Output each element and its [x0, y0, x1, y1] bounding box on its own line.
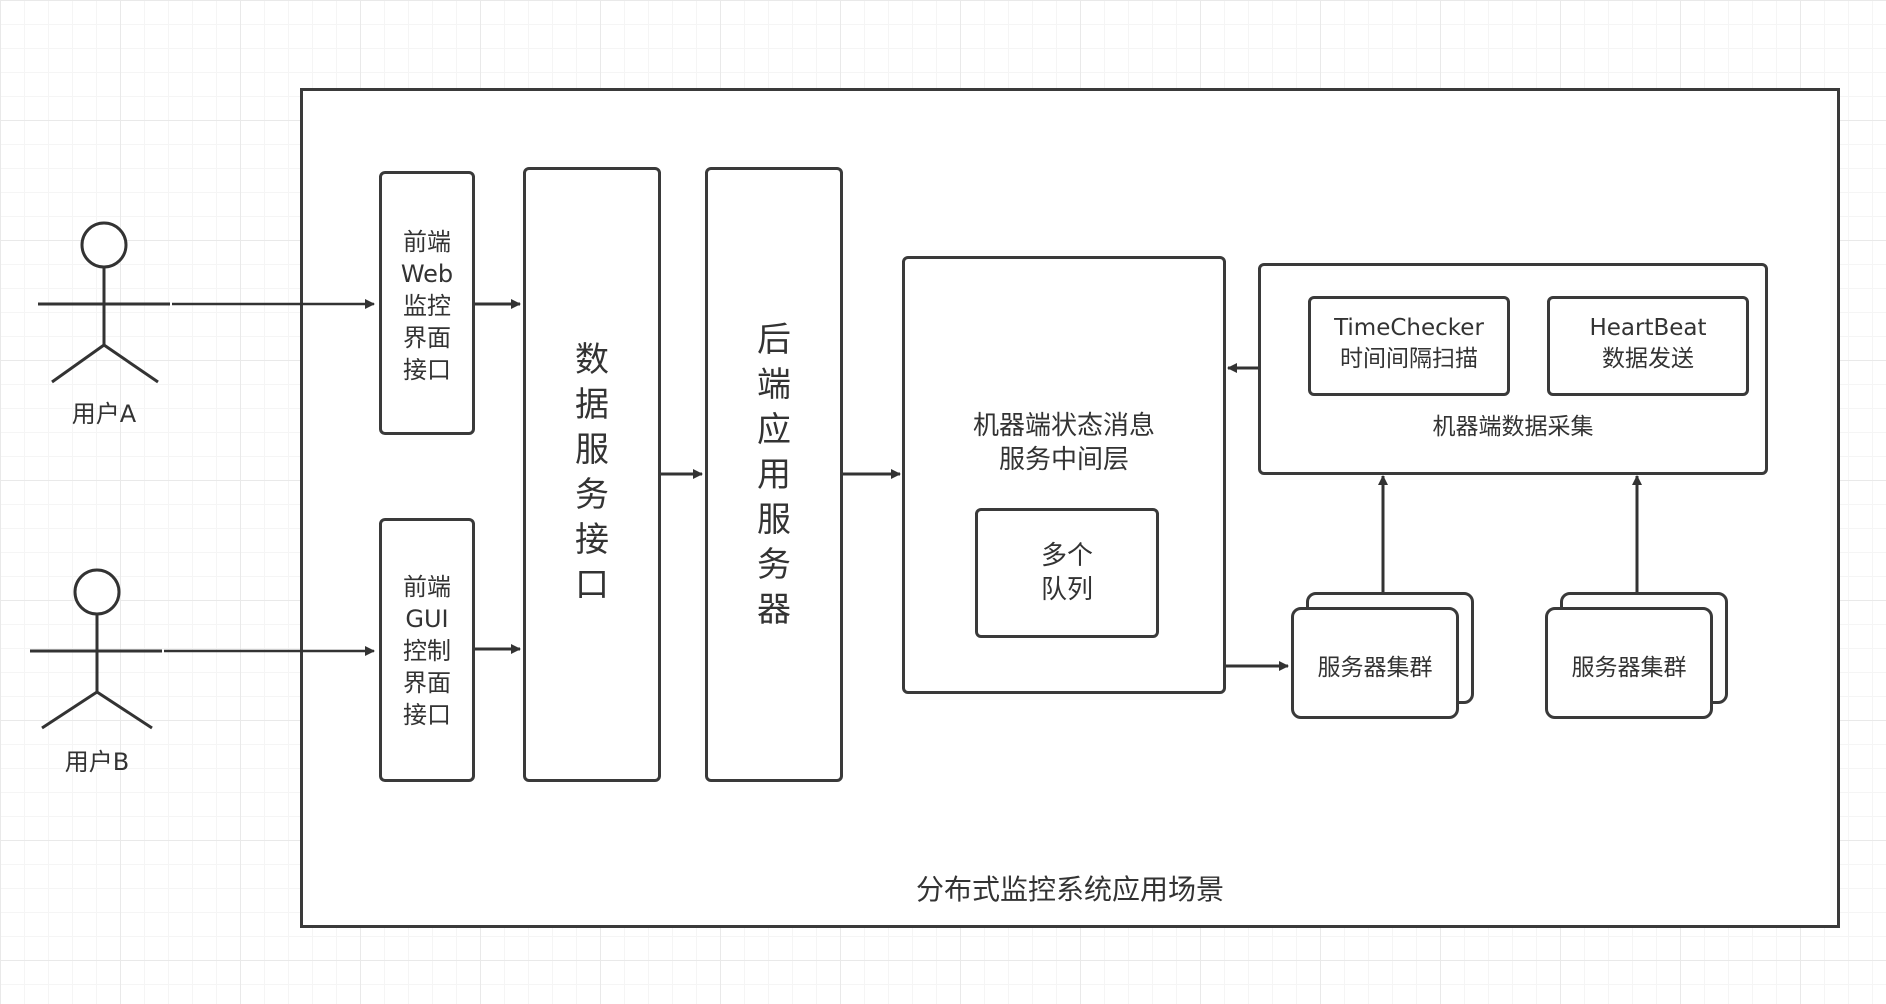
middleware-title: 机器端状态消息 服务中间层: [972, 411, 1155, 475]
cluster-left-label: 服务器集群: [1317, 655, 1433, 681]
frontend-gui-box: 前端 GUI 控制 界面 接口: [379, 518, 475, 782]
middleware-box: 机器端状态消息 服务中间层 多个 队列: [902, 256, 1226, 694]
queue-label: 多个 队列: [1040, 541, 1093, 605]
data-service-label: 数 据 服 务 接 口: [575, 340, 609, 605]
collector-box: TimeChecker 时间间隔扫描 HeartBeat 数据发送 机器端数据采…: [1258, 263, 1768, 475]
frontend-web-box: 前端 Web 监控 界面 接口: [379, 171, 475, 435]
queue-box: 多个 队列: [975, 508, 1159, 638]
cluster-left-box: 服务器集群: [1291, 607, 1459, 719]
backend-server-label: 后 端 应 用 服 务 器: [757, 320, 791, 630]
actor-a-label: 用户A: [71, 400, 137, 428]
cluster-right-label: 服务器集群: [1571, 655, 1687, 681]
time-checker-box: TimeChecker 时间间隔扫描: [1308, 296, 1510, 396]
cluster-right-box: 服务器集群: [1545, 607, 1713, 719]
frontend-gui-label: 前端 GUI 控制 界面 接口: [403, 573, 451, 729]
frontend-web-label: 前端 Web 监控 界面 接口: [400, 228, 454, 384]
scenario-title: 分布式监控系统应用场景: [915, 873, 1224, 906]
data-service-box: 数 据 服 务 接 口: [523, 167, 661, 782]
actor-b-label: 用户B: [64, 748, 130, 776]
collector-title: 机器端数据采集: [1432, 414, 1594, 440]
actor-b-figure: [30, 568, 162, 730]
time-checker-label: TimeChecker 时间间隔扫描: [1334, 315, 1484, 372]
actor-a-figure: [38, 221, 170, 384]
heartbeat-label: HeartBeat 数据发送: [1589, 315, 1707, 372]
heartbeat-box: HeartBeat 数据发送: [1547, 296, 1749, 396]
backend-server-box: 后 端 应 用 服 务 器: [705, 167, 843, 782]
